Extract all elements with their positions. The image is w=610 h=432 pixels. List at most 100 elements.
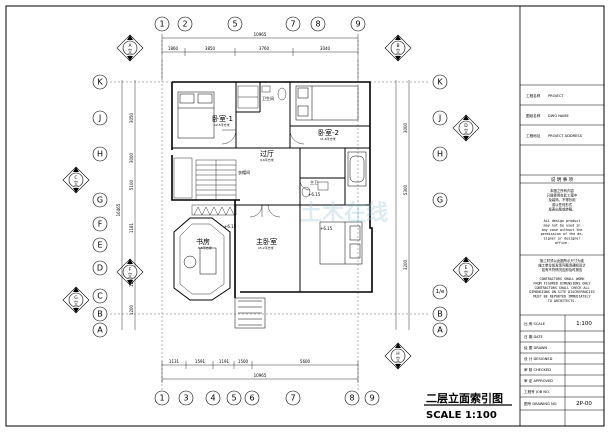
elevation-mark: C立	[62, 166, 90, 194]
room-study-area: 8.5平方米	[198, 245, 212, 250]
axis-label: B	[437, 310, 443, 319]
axis-circle	[244, 390, 260, 406]
dim-right-2: 5300	[403, 184, 408, 195]
elevation-number: F	[129, 267, 132, 273]
axis-label: H	[437, 150, 443, 159]
tb-notes-heading: 说 明 事 项	[551, 176, 574, 183]
elevation-label: 立	[127, 272, 132, 279]
axis-circle	[92, 237, 108, 253]
drawing-scale: SCALE 1:100	[426, 410, 497, 421]
axis-label: H	[97, 150, 103, 159]
axis-bubble: G	[432, 192, 448, 208]
elevation-arrow	[463, 136, 469, 141]
elevation-label: 立	[395, 48, 400, 55]
title-block	[520, 84, 604, 426]
toilet	[261, 85, 329, 198]
dim-top-seg-2: 3850	[205, 46, 216, 51]
axis-bubble: 6	[244, 390, 260, 406]
axis-circle	[92, 260, 108, 276]
axis-bubble: 5	[227, 16, 243, 32]
elevation-label: 立	[73, 300, 78, 307]
dim-top-seg-4: 3040	[320, 46, 331, 51]
elevation-number: A	[128, 43, 132, 49]
axis-bubble: 4	[205, 390, 221, 406]
bathtub	[347, 151, 367, 187]
dim-left-7: 1200	[129, 304, 134, 315]
axis-circle	[92, 306, 108, 322]
axis-label: G	[97, 196, 103, 205]
axis-bubble: K	[92, 74, 108, 90]
elevation-mark: D立	[452, 114, 480, 142]
axis-bubble: 8	[310, 16, 326, 32]
dim-left-1: 3050	[129, 112, 134, 123]
axis-label: E	[97, 241, 102, 250]
axis-circle	[432, 146, 448, 162]
room-hall: 过厅	[260, 149, 274, 158]
tb-field-value: 1:100	[576, 321, 592, 327]
elevation-circle	[458, 120, 474, 136]
floor-plan: 10965 1860 3850 3760 3040 1131 1591 1191…	[110, 32, 430, 392]
dim-bottom-seg-3: 1191	[219, 359, 230, 364]
axis-label: B	[97, 310, 103, 319]
level-2: +6.15	[320, 226, 333, 231]
axis-bubble: D	[92, 260, 108, 276]
axis-circle	[432, 284, 448, 300]
axis-grid	[110, 40, 430, 392]
top-dimension-lines	[161, 34, 359, 80]
axis-circle	[432, 322, 448, 338]
axis-label: F	[98, 220, 103, 229]
axis-label: 1/e	[436, 289, 445, 295]
elevation-arrow	[395, 35, 401, 40]
axis-circle	[227, 16, 243, 32]
room-master-bedroom: 主卧室	[256, 237, 277, 246]
interior-walls	[172, 82, 370, 292]
axis-label: 4	[210, 394, 215, 403]
tb-address-en: PROJECT ADDRESS	[548, 134, 583, 138]
tb-dwg-en: DWG NAME	[548, 114, 569, 118]
elevation-arrow	[127, 56, 133, 61]
axis-circle	[178, 390, 194, 406]
axis-bubble: 1/e	[432, 284, 448, 300]
axis-label: 1	[159, 20, 164, 29]
tb-field-label: 设 计 DESIGNED	[524, 356, 553, 361]
axis-circle	[205, 390, 221, 406]
tb-notes-cn: 本图之所有内容只能使用在此工程中及装饰。不得抄用或以任何形式发表出版或转载。	[547, 188, 578, 211]
axis-bubble: A	[92, 322, 108, 338]
dim-right-1: 3000	[403, 122, 408, 133]
room-bedroom-1: 卧室-1	[212, 114, 233, 123]
axis-label: 8	[349, 394, 354, 403]
elevation-label: 立	[463, 270, 468, 277]
title-block-frame	[519, 5, 605, 427]
axis-bubble: E	[92, 237, 108, 253]
dim-left-total: 16465	[116, 203, 121, 216]
axis-bubble: 5	[226, 390, 242, 406]
axis-circle	[92, 322, 108, 338]
axis-label: K	[437, 78, 443, 87]
tb-project-en: PROJECT	[548, 94, 564, 98]
elevation-arrow	[73, 188, 79, 193]
tb-dwg-label: 图纸名称	[526, 113, 541, 118]
axis-circle	[310, 16, 326, 32]
axis-circle	[285, 16, 301, 32]
axis-label: 7	[290, 394, 295, 403]
axis-circle	[92, 74, 108, 90]
axis-bubble: B	[92, 306, 108, 322]
axis-bubble: J	[432, 110, 448, 126]
axis-bubble: 9	[350, 16, 366, 32]
elevation-arrow	[73, 167, 79, 172]
elevation-label: 立	[395, 356, 400, 363]
axis-label: D	[97, 264, 103, 273]
study-bay	[173, 217, 231, 301]
level-3: +6.15	[308, 192, 321, 197]
axis-circle	[177, 16, 193, 32]
elevation-label: 立	[463, 128, 468, 135]
axis-circle	[92, 110, 108, 126]
elevation-arrow	[463, 115, 469, 120]
axis-bubble: B	[432, 306, 448, 322]
axis-label: 6	[249, 394, 254, 403]
axis-bubble: H	[432, 146, 448, 162]
axis-label: 9	[355, 20, 360, 29]
elevation-mark: B立	[384, 34, 412, 62]
